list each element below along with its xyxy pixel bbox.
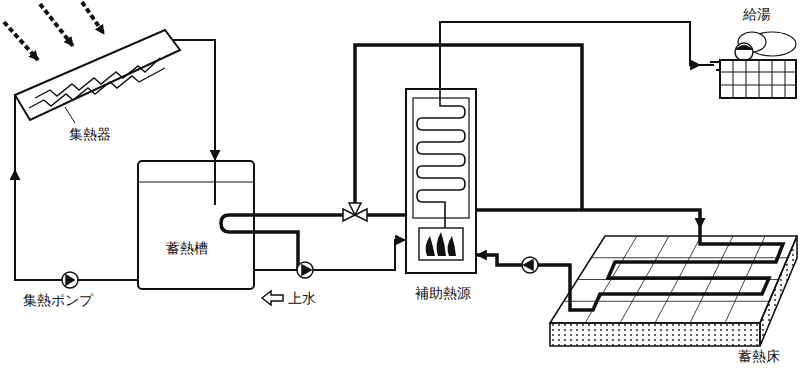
- pipe-connector: [255, 240, 405, 270]
- pipe-connector: [440, 22, 700, 88]
- pipe-connector: [477, 210, 700, 228]
- pump-label: 集熱ポンプ: [22, 292, 94, 310]
- solar-collector-shape: [5, 10, 210, 170]
- supply-water-arrow: [262, 291, 283, 305]
- hot-water-bath: 給湯: [700, 2, 798, 102]
- three-way-valve: [343, 203, 367, 221]
- thermal-storage-floor-shape: [545, 228, 800, 368]
- supply-label: 上水: [287, 290, 317, 308]
- node-label: 蓄熱床: [729, 348, 789, 366]
- storage-tank: 蓄熱槽: [137, 160, 255, 290]
- node-label: 給湯: [722, 6, 792, 24]
- node-label: 蓄熱槽: [137, 240, 236, 258]
- thermal-storage-floor: 蓄熱床: [545, 228, 800, 368]
- node-label: 集熱器: [63, 126, 117, 144]
- pipe-connector: [15, 170, 137, 280]
- pipe-connector: [210, 40, 215, 160]
- solar-collector: 集熱器: [5, 10, 210, 170]
- node-label: 補助熱源: [405, 285, 481, 303]
- auxiliary-heater: 補助熱源: [405, 88, 477, 320]
- storage-tank-shape: [137, 160, 255, 290]
- sun-rays: [4, 2, 104, 60]
